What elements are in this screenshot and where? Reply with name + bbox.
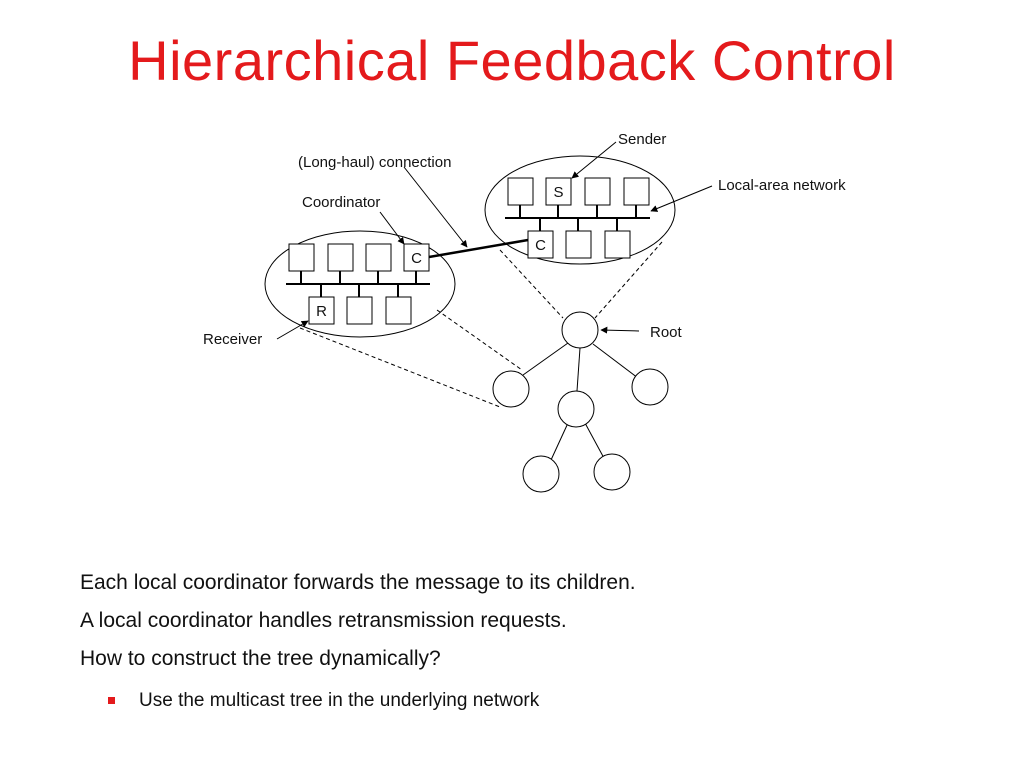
host-box: [346, 296, 373, 325]
zoom-lines: [299, 241, 663, 408]
tree-node-left: [492, 370, 530, 408]
tree-leaf-right: [593, 453, 631, 491]
sender-arrow: [571, 141, 617, 179]
receiver-arrow: [276, 320, 309, 340]
tree-edges: [522, 342, 639, 461]
sender-box: [545, 177, 572, 206]
slide-title: Hierarchical Feedback Control: [128, 29, 896, 92]
tree-node-right: [631, 368, 669, 406]
bullet-item: A local coordinator handles retransmissi…: [80, 609, 567, 632]
left-lan-hosts: [288, 243, 430, 325]
coordinator-letter-left: C: [411, 250, 422, 267]
host-box: [604, 230, 631, 259]
host-box: [327, 243, 354, 272]
receiver-label: Receiver: [203, 331, 262, 348]
sender-label: Sender: [618, 131, 666, 148]
sub-bullet-text: Use the multicast tree in the underlying…: [139, 690, 540, 711]
host-box: [288, 243, 315, 272]
root-arrow: [600, 326, 640, 334]
lan-label: Local-area network: [718, 177, 846, 194]
host-box: [584, 177, 611, 206]
right-lan-bus: [505, 205, 650, 231]
long-haul-link: [428, 238, 529, 259]
coordinator-box-right: [527, 230, 554, 259]
coordinator-arrow: [379, 211, 405, 245]
right-lan-ellipse: [484, 155, 676, 265]
bullet-item: How to construct the tree dynamically?: [80, 647, 441, 670]
coordinator-letter-right: C: [535, 237, 546, 254]
square-bullet-icon: [108, 697, 115, 705]
host-box: [385, 296, 412, 325]
left-lan-bus: [286, 271, 430, 297]
root-label: Root: [650, 324, 683, 341]
receiver-box: [308, 296, 335, 325]
root-node: [561, 311, 599, 349]
lan-arrow: [650, 185, 713, 212]
host-box: [507, 177, 534, 206]
receiver-letter: R: [316, 303, 327, 320]
host-box: [623, 177, 650, 206]
long-haul-arrow: [403, 166, 468, 248]
left-lan-ellipse: [264, 230, 456, 338]
coordinator-label: Coordinator: [302, 194, 380, 211]
long-haul-label: (Long-haul) connection: [298, 154, 451, 171]
right-lan-hosts: [507, 177, 650, 259]
host-box: [565, 230, 592, 259]
host-box: [365, 243, 392, 272]
tree-nodes: [492, 311, 669, 493]
hierarchical-feedback-diagram: C R S C: [203, 131, 846, 493]
bullet-item: Each local coordinator forwards the mess…: [80, 571, 636, 594]
annotation-arrows: [276, 141, 713, 340]
sender-letter: S: [553, 184, 563, 201]
sub-bullet-item: Use the multicast tree in the underlying…: [108, 690, 539, 712]
bullet-list: Each local coordinator forwards the mess…: [80, 566, 636, 680]
tree-node-middle: [557, 390, 595, 428]
tree-leaf-left: [522, 455, 560, 493]
